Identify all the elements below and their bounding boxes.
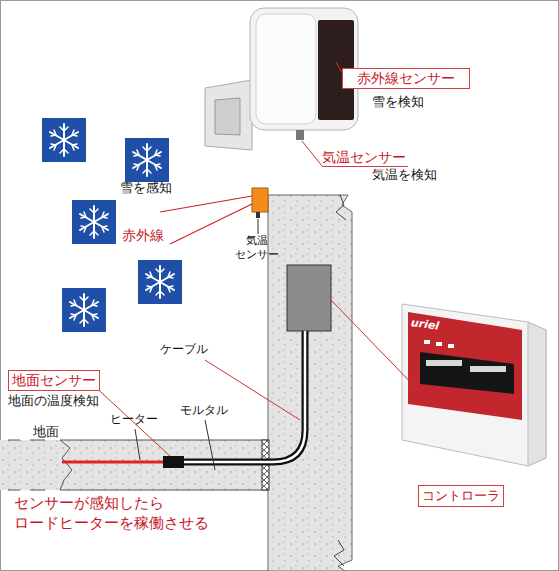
sensor-housing-side [256, 14, 316, 124]
controller-button [448, 344, 454, 348]
node-text: 地面センサー [12, 372, 96, 390]
controller-body [402, 304, 546, 466]
heater-wire [62, 461, 164, 464]
controller-display [420, 352, 514, 394]
snowflake-icon [42, 118, 86, 162]
node-text: 赤外線センサー [357, 70, 455, 88]
controller-name-box: コントローラ [418, 485, 504, 507]
controller-face [408, 312, 522, 420]
function-note: 雪を感知 [120, 180, 200, 197]
ground-sensor-body [163, 456, 184, 468]
part-name: 地面 [33, 424, 73, 441]
function-note: 雪を検知 [372, 94, 462, 111]
break-mark [334, 540, 344, 566]
controller-readout [426, 360, 462, 366]
break-mark [336, 195, 346, 220]
ray-label: 赤外線 [122, 226, 192, 244]
junction-box [287, 265, 331, 331]
controller-button [436, 342, 442, 346]
part-name: ケーブル [160, 342, 240, 358]
air-temp-sensor [252, 188, 268, 212]
snowflake-icon [125, 138, 169, 182]
air-temp-probe [256, 212, 260, 218]
leader-line [331, 300, 420, 392]
operation-note: センサーが感知したら ロードヒーターを稼働させる [14, 494, 229, 533]
sensor-name-box: 地面センサー [8, 370, 100, 391]
snowflake-icon [72, 200, 116, 244]
leader-line [135, 429, 140, 460]
infrared-ray [170, 204, 252, 244]
ground-surface [60, 440, 268, 441]
sensor-bracket [205, 80, 252, 150]
part-name: 気温 センサー [228, 234, 286, 263]
function-note: 地面の温度検知 [8, 393, 128, 410]
controller-readout [470, 366, 506, 372]
sensor-name-box: 赤外線センサー [342, 68, 470, 89]
part-name: ヒーター [110, 412, 180, 428]
infrared-ray [160, 196, 252, 212]
node-text: コントローラ [422, 487, 500, 505]
sensor-bracket-plate [215, 98, 240, 135]
break-mark [60, 440, 72, 490]
snowflake-icon [62, 288, 106, 332]
ground-continuation [8, 440, 45, 490]
snowflake-icon [138, 260, 182, 304]
leader-line [258, 219, 259, 234]
leader-line [302, 141, 322, 166]
slab-bottom [60, 490, 268, 491]
temperature-probe [296, 130, 304, 140]
function-note: 気温を検知 [372, 167, 472, 184]
part-name: 気温センサー [322, 148, 408, 167]
leader-line [205, 420, 215, 470]
controller-side [528, 322, 546, 466]
concrete-wall [268, 195, 352, 571]
part-name: モルタル [180, 403, 250, 419]
controller-button [424, 340, 430, 344]
